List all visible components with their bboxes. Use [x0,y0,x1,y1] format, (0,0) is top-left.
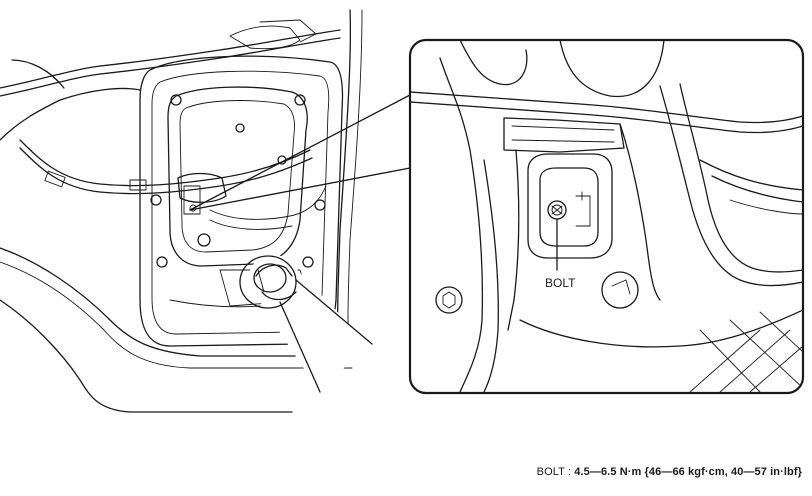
torque-spec-value: 4.5—6.5 N·m {46—66 kgf·cm, 40—57 in·lbf} [574,466,802,478]
torque-spec-label: BOLT : [536,466,575,478]
bolt-label: BOLT [545,276,576,290]
door-overview [0,9,411,413]
torque-spec: BOLT : 4.5—6.5 N·m {46—66 kgf·cm, 40—57 … [537,466,802,478]
callout-detail: BOLT [408,38,805,395]
